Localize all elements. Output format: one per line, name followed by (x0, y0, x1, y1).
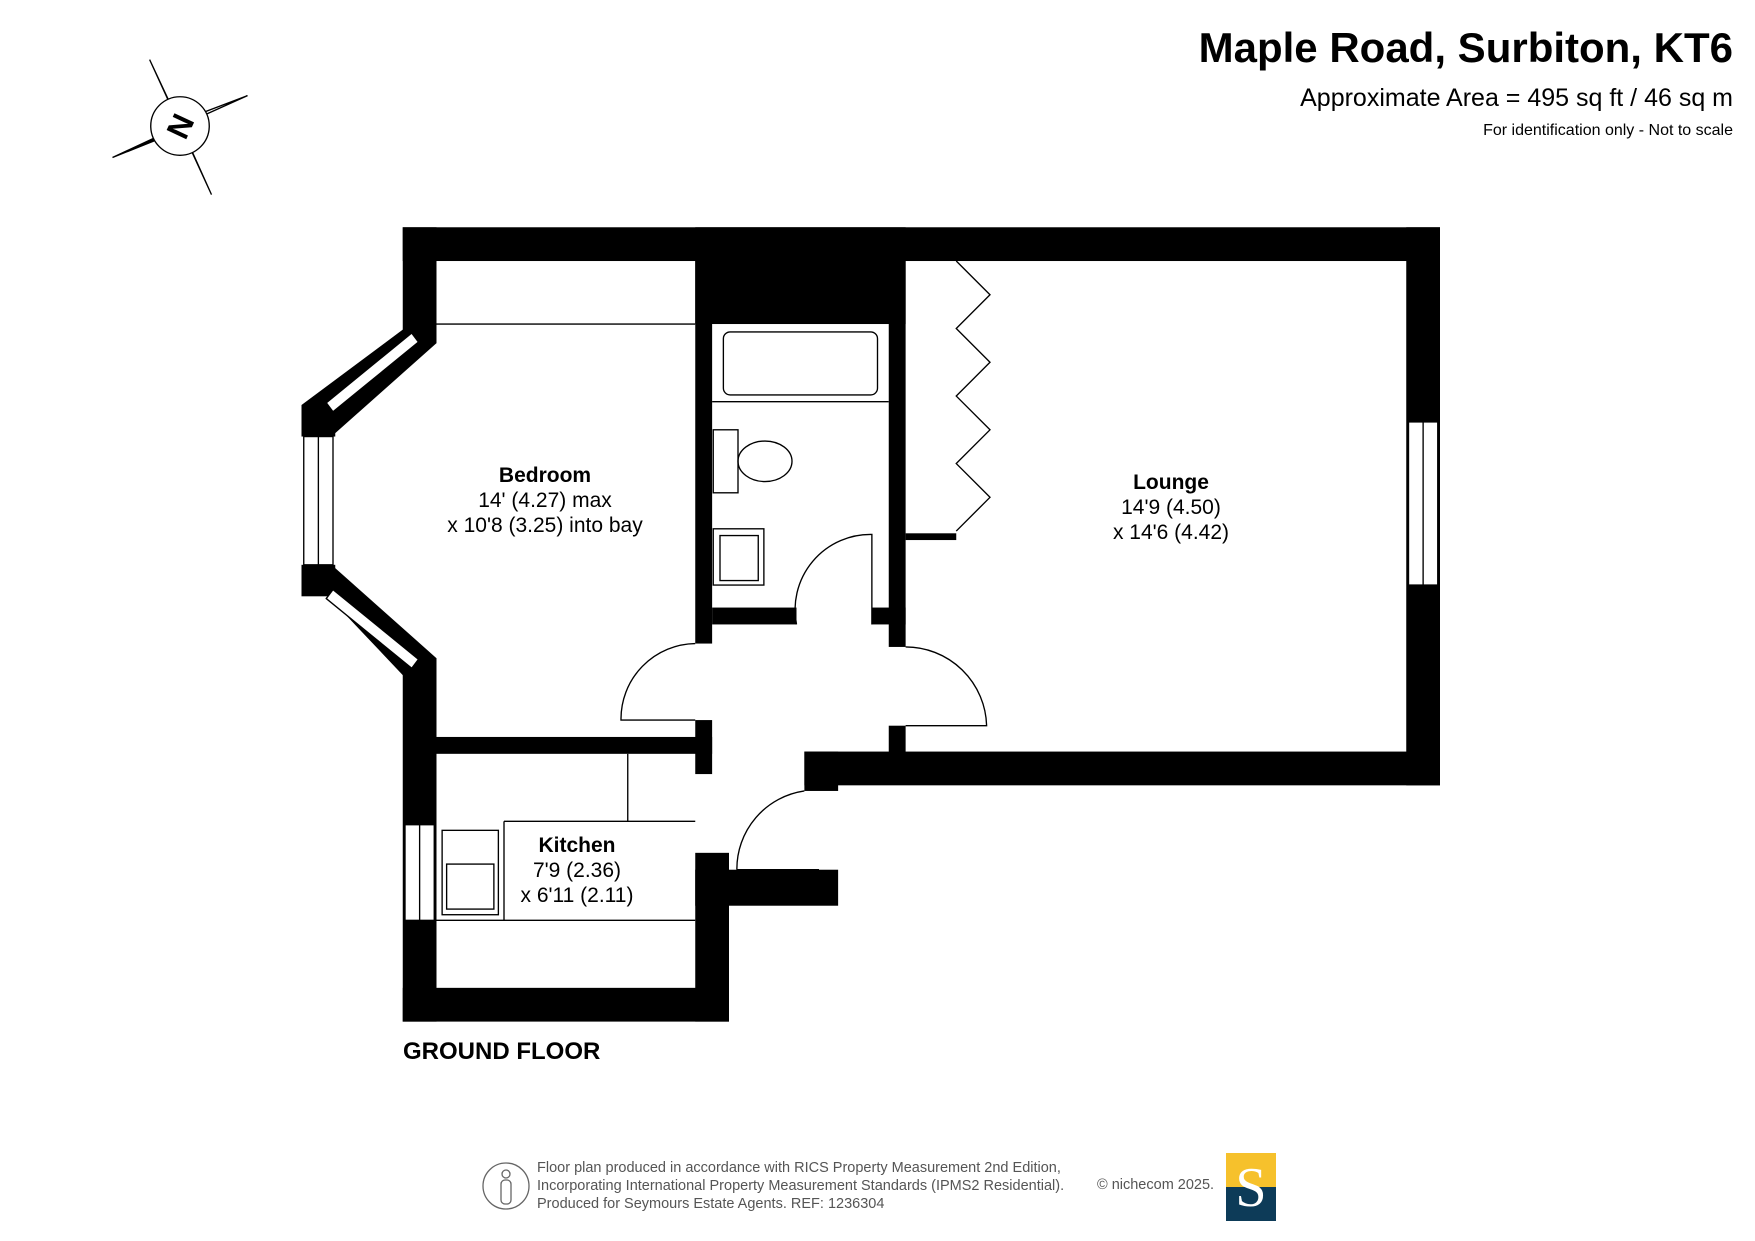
room-kitchen: Kitchen 7'9 (2.36) x 6'11 (2.11) (521, 833, 634, 908)
room-dim-2: x 10'8 (3.25) into bay (447, 514, 643, 537)
walls (301, 227, 1440, 1022)
room-dim-1: 7'9 (2.36) (532, 859, 622, 882)
room-dim-2: x 6'11 (2.11) (520, 884, 634, 907)
room-name: Kitchen (538, 834, 616, 857)
footer-line-3: Produced for Seymours Estate Agents. REF… (537, 1196, 885, 1212)
footer-line-2: Incorporating International Property Mea… (537, 1178, 1065, 1194)
footer-text: Floor plan produced in accordance with R… (537, 1159, 1064, 1213)
room-lounge: Lounge 14'9 (4.50) x 14'6 (4.42) (1113, 470, 1229, 545)
compass-icon: N (112, 59, 248, 195)
room-dim-1: 14' (4.27) max (478, 489, 612, 512)
room-name: Lounge (1133, 471, 1209, 494)
room-bedroom: Bedroom 14' (4.27) max x 10'8 (3.25) int… (447, 463, 642, 538)
approximate-area: Approximate Area = 495 sq ft / 46 sq m (1300, 84, 1733, 112)
person-icon (482, 1162, 530, 1210)
property-title: Maple Road, Surbiton, KT6 (1198, 24, 1733, 71)
room-dim-2: x 14'6 (4.42) (1112, 521, 1230, 544)
floor-label: GROUND FLOOR (403, 1038, 601, 1065)
room-name: Bedroom (498, 464, 592, 487)
agent-logo: S (1226, 1153, 1276, 1221)
footer-line-1: Floor plan produced in accordance with R… (537, 1160, 1061, 1176)
logo-letter: S (1235, 1157, 1267, 1219)
copyright: © nichecom 2025. (1097, 1177, 1215, 1193)
fixtures (436, 260, 991, 922)
windows (303, 332, 1439, 922)
disclaimer: For identification only - Not to scale (1483, 122, 1733, 139)
room-dim-1: 14'9 (4.50) (1121, 496, 1221, 519)
